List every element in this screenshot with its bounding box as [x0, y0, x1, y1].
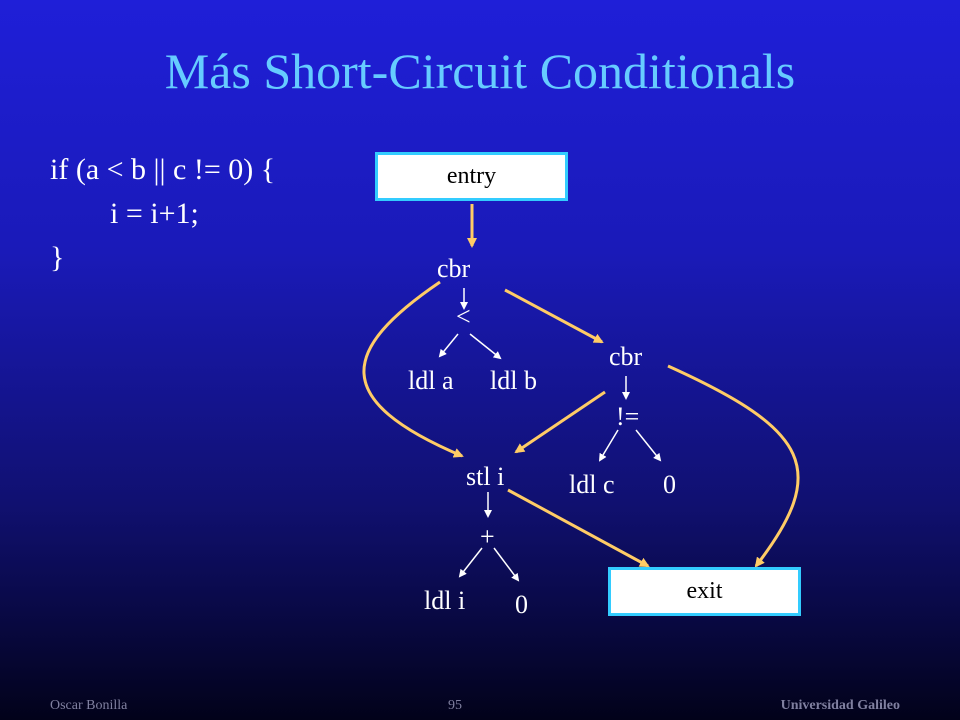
edge-lt-ldlb [469, 333, 502, 360]
ldl-i-node: ldl i [424, 586, 466, 615]
edge-cbr2-exit [667, 364, 800, 568]
cbr-node-2: cbr [609, 342, 643, 371]
cbr-node-1: cbr [437, 254, 471, 283]
edge-cbr1-cbr2 [504, 288, 604, 344]
edge-cbr1-stl [362, 280, 464, 458]
zero-node-ne: 0 [663, 470, 676, 499]
page-number: 95 [448, 698, 462, 713]
edge-plus-zero [493, 547, 520, 582]
edge-plus-ldli [458, 547, 483, 578]
edge-stl-exit [507, 488, 650, 568]
ldl-c-node: ldl c [569, 470, 615, 499]
ldl-a-node: ldl a [408, 366, 454, 395]
ldl-b-node: ldl b [490, 366, 537, 395]
edge-ne-ldlc [598, 429, 619, 462]
edge-cbr2-stl [514, 390, 606, 454]
footer-organization: Universidad Galileo [780, 698, 900, 713]
stl-i-node: stl i [466, 462, 505, 491]
footer-author: Oscar Bonilla [50, 698, 128, 713]
plus-node: + [480, 522, 495, 551]
not-equal-node: != [616, 402, 640, 431]
entry-node: entry [375, 152, 568, 201]
code-line-2: i = i+1; [50, 197, 199, 230]
code-block: if (a < b || c != 0) { i = i+1; } [50, 148, 275, 280]
slide-title: Más Short-Circuit Conditionals [164, 43, 796, 99]
zero-node-plus: 0 [515, 590, 528, 619]
code-line-3: } [50, 241, 65, 274]
less-than-node: < [456, 302, 471, 331]
exit-node: exit [608, 567, 801, 616]
code-line-1: if (a < b || c != 0) { [50, 153, 276, 186]
edge-lt-ldla [438, 333, 459, 358]
edge-ne-zero [635, 429, 662, 462]
